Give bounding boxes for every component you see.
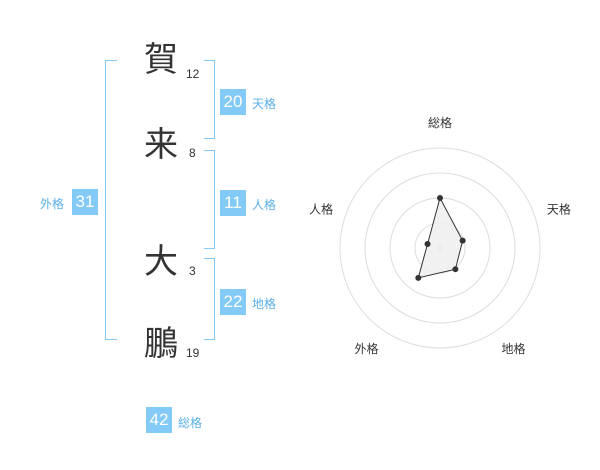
soukaku-value-badge: 42 (146, 407, 172, 433)
radar-point-5 (424, 240, 431, 247)
chikaku-bracket (204, 258, 215, 340)
stroke-count-3: 3 (189, 264, 196, 278)
name-char-2: 来 (144, 125, 178, 165)
stroke-count-4: 19 (186, 346, 200, 360)
radar-point-3 (452, 266, 459, 273)
radar-axis-label-2: 天格 (547, 201, 571, 216)
radar-grid-ring (339, 147, 541, 349)
jinkaku-value-badge: 11 (220, 190, 246, 216)
radar-axis-label-1: 総格 (428, 115, 452, 130)
jinkaku-bracket (204, 150, 215, 249)
stroke-count-1: 12 (186, 67, 200, 81)
chikaku-label: 地格 (252, 297, 277, 311)
chikaku-value-badge: 22 (220, 289, 246, 315)
name-char-4: 鵬 (144, 324, 178, 364)
gaikaku-bracket (105, 60, 117, 340)
name-char-1: 賀 (144, 40, 178, 80)
jinkaku-label: 人格 (252, 198, 277, 212)
stroke-count-2: 8 (189, 146, 196, 160)
radar-axis-label-4: 外格 (355, 341, 379, 356)
soukaku-label: 総格 (178, 416, 203, 430)
radar-axis-label-5: 人格 (309, 201, 333, 216)
radar-point-1 (437, 195, 443, 201)
radar-series (415, 195, 466, 281)
tenkaku-bracket (204, 60, 215, 139)
radar-point-2 (459, 237, 466, 244)
gaikaku-value-badge: 31 (72, 189, 98, 215)
tenkaku-value-badge: 20 (220, 89, 246, 115)
radar-axis-label-3: 地格 (501, 341, 525, 356)
tenkaku-label: 天格 (252, 97, 277, 111)
name-char-3: 大 (144, 242, 178, 282)
radar-point-4 (415, 274, 422, 281)
radar-series-polygon (417, 196, 464, 279)
radar-grid-ring (364, 172, 516, 324)
gaikaku-label: 外格 (40, 197, 65, 211)
